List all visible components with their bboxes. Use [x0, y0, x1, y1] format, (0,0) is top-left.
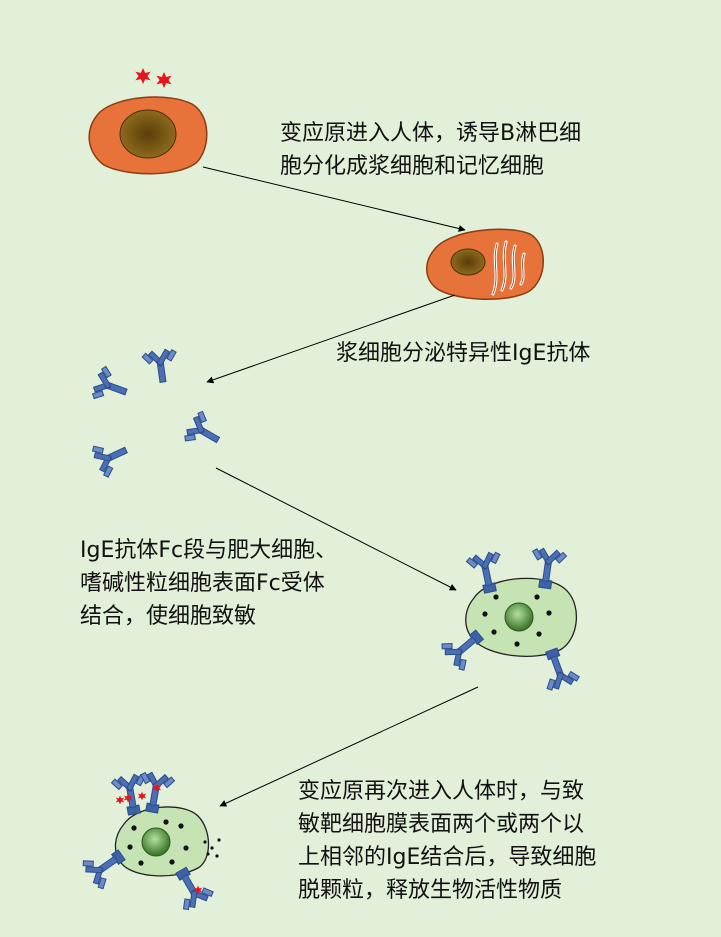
step-4-label: 变应原再次进入人体时，与致 敏靶细胞膜表面两个或两个以 上相邻的IgE结合后，导… [298, 775, 596, 907]
step-1-label: 变应原进入人体，诱导B淋巴细 胞分化成浆细胞和记忆细胞 [280, 117, 581, 183]
allergen-icon [135, 68, 172, 88]
step-4-line: 敏靶细胞膜表面两个或两个以 [298, 812, 585, 837]
arrow-3 [215, 467, 457, 591]
step-4-line: 脱颗粒，释放生物活性物质 [298, 878, 563, 903]
arrow-1 [202, 166, 466, 232]
step-1-line: 变应原进入人体，诱导B淋巴细 [280, 121, 582, 146]
antibody-icon [89, 347, 228, 480]
step-3-line: 结合，使细胞致敏 [80, 604, 257, 629]
step-4-line: 上相邻的IgE结合后，导致细胞 [298, 845, 597, 870]
arrow-4 [219, 686, 479, 807]
step-2-label: 浆细胞分泌特异性IgE抗体 [336, 337, 590, 370]
step-3-label: IgE抗体Fc段与肥大细胞、 嗜碱性粒细胞表面Fc受体 结合，使细胞致敏 [80, 534, 337, 633]
b-cell-icon [88, 96, 208, 175]
step-4-line: 变应原再次进入人体时，与致 [298, 779, 585, 804]
plasma-cell-icon [426, 228, 544, 300]
mast-cell-icon [80, 771, 221, 913]
mast-cell-icon [439, 547, 581, 693]
step-1-line: 胞分化成浆细胞和记忆细胞 [280, 154, 545, 179]
step-3-line: IgE抗体Fc段与肥大细胞、 [80, 538, 338, 563]
step-2-line: 浆细胞分泌特异性IgE抗体 [336, 341, 591, 366]
arrow-2 [206, 294, 456, 384]
step-3-line: 嗜碱性粒细胞表面Fc受体 [80, 571, 325, 596]
